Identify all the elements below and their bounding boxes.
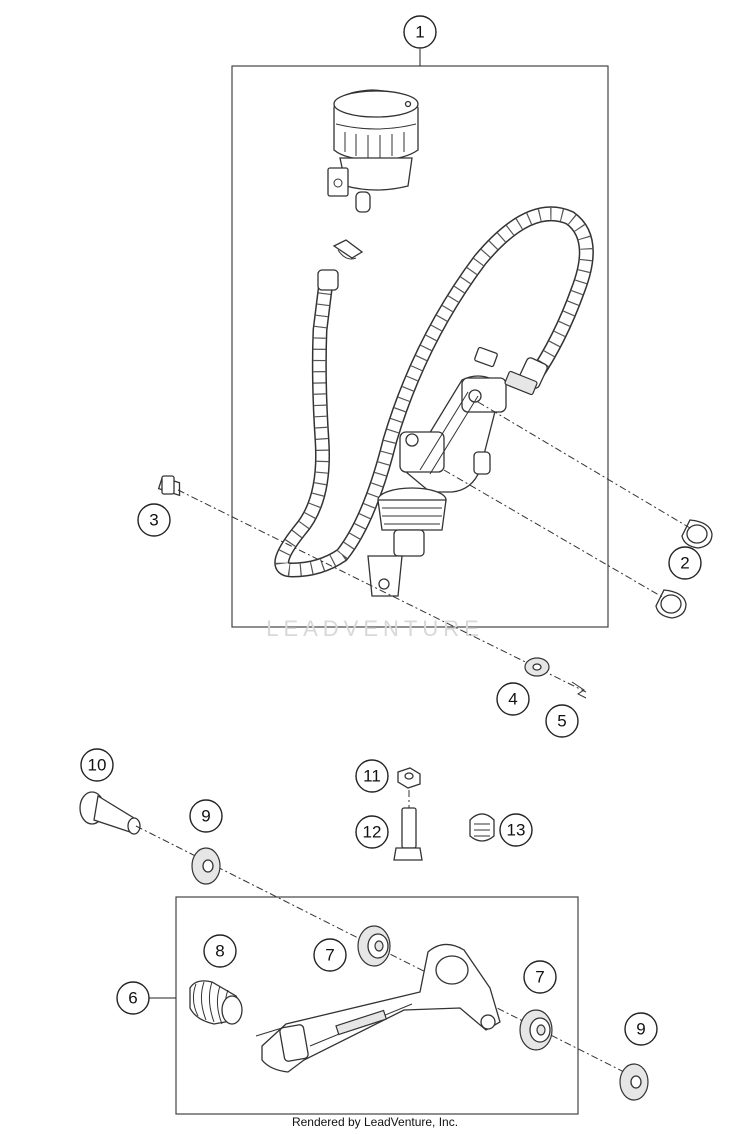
bolt-2-upper xyxy=(681,519,713,549)
callout-6: 6 xyxy=(116,981,150,1015)
callout-9a: 9 xyxy=(189,799,223,833)
svg-text:7: 7 xyxy=(535,968,544,987)
axis-line-2a xyxy=(477,401,691,529)
svg-text:13: 13 xyxy=(507,821,526,840)
hose xyxy=(274,206,594,578)
banjo-fitting xyxy=(504,370,538,396)
washer-9-upper xyxy=(191,847,221,885)
svg-text:10: 10 xyxy=(88,756,107,775)
svg-text:4: 4 xyxy=(508,690,517,709)
callout-12: 12 xyxy=(355,815,389,849)
cotter-pin-5 xyxy=(571,681,587,699)
svg-text:7: 7 xyxy=(325,946,334,965)
callout-7a: 7 xyxy=(313,938,347,972)
callout-1: 1 xyxy=(403,15,437,49)
svg-text:9: 9 xyxy=(201,807,210,826)
reservoir xyxy=(327,89,419,213)
svg-text:8: 8 xyxy=(215,942,224,961)
spring-13 xyxy=(469,813,495,842)
svg-text:3: 3 xyxy=(149,511,158,530)
callout-11: 11 xyxy=(355,759,389,793)
svg-text:1: 1 xyxy=(415,23,424,42)
nut-11 xyxy=(397,767,421,789)
callout-7b: 7 xyxy=(523,960,557,994)
watermark: LEADVENTURE xyxy=(266,616,484,641)
foot-lever-6 xyxy=(255,943,501,1073)
callout-2: 2 xyxy=(668,546,702,580)
callout-13: 13 xyxy=(499,813,533,847)
callout-4: 4 xyxy=(496,682,530,716)
callout-10: 10 xyxy=(80,748,114,782)
bearing-7-left xyxy=(357,925,391,967)
bolt-12 xyxy=(393,807,423,861)
bearing-7-right xyxy=(519,1009,553,1051)
footer-credit: Rendered by LeadVenture, Inc. xyxy=(291,1115,459,1129)
bushing-8 xyxy=(189,980,243,1025)
svg-text:9: 9 xyxy=(636,1020,645,1039)
master-cylinder xyxy=(367,346,507,597)
hose-clamp xyxy=(332,239,364,260)
bolt-3 xyxy=(157,475,181,497)
svg-text:11: 11 xyxy=(363,767,381,786)
washer-4 xyxy=(524,657,550,677)
svg-text:12: 12 xyxy=(363,823,382,842)
bolt-10 xyxy=(79,791,141,835)
axis-line-3 xyxy=(177,489,587,693)
bolt-2-lower xyxy=(655,589,687,619)
svg-text:2: 2 xyxy=(680,554,689,573)
svg-text:5: 5 xyxy=(557,712,566,731)
callout-3: 3 xyxy=(137,503,171,537)
washer-9-lower xyxy=(619,1063,649,1101)
assembly-frame-lower xyxy=(175,896,579,1115)
callout-9b: 9 xyxy=(624,1012,658,1046)
svg-text:6: 6 xyxy=(128,989,137,1008)
callout-5: 5 xyxy=(545,704,579,738)
axis-line-2b xyxy=(443,469,665,599)
callout-8: 8 xyxy=(203,934,237,968)
